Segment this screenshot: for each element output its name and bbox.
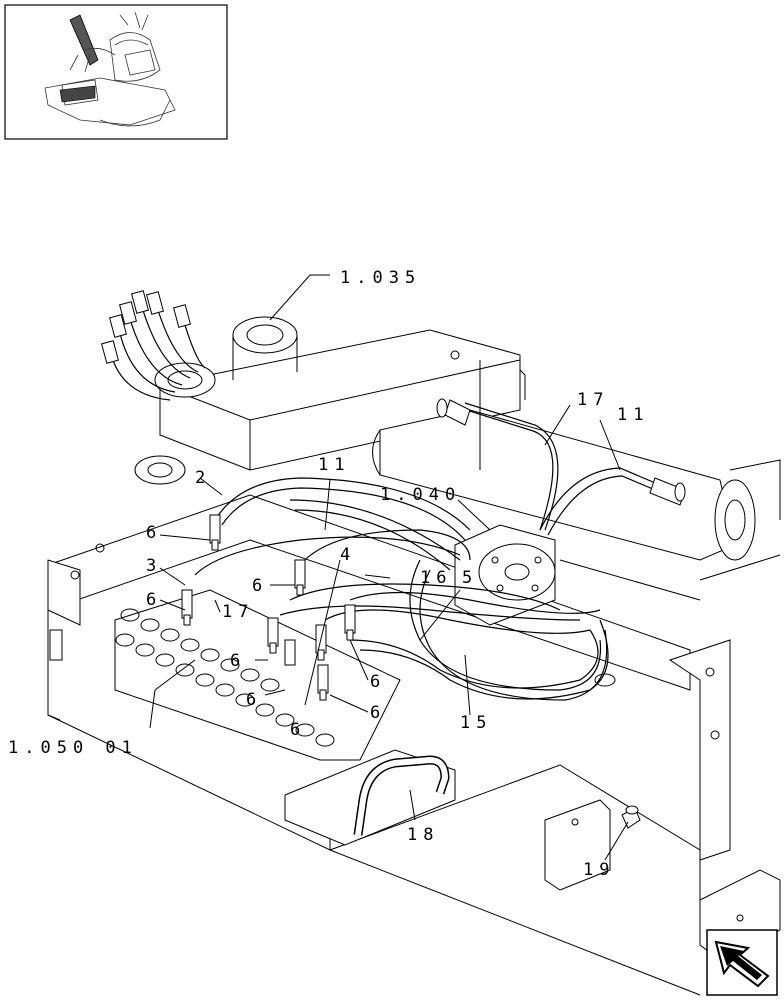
hose-guard-part-18 [353,755,450,836]
thumbnail-frame[interactable] [4,4,228,140]
leader-lines [149,274,629,861]
callout-6-e: 6 [370,672,386,692]
fittings [181,398,686,701]
callout-1040: 1.040 [380,485,461,505]
callout-5: 5 [462,568,478,588]
callout-6-h: 6 [290,720,306,740]
callout-6-f: 6 [246,690,262,710]
callout-15: 15 [460,713,492,733]
callout-1050-01: 1.050 01 [8,738,138,758]
callout-1035: 1.035 [340,268,421,288]
arrow-navigation-icon [714,940,770,988]
hose-bundle-top [101,290,206,401]
callout-4: 4 [340,545,356,565]
chassis-frame [47,316,781,996]
callout-16: 16 [420,568,452,588]
navigation-arrow-button[interactable] [706,929,778,996]
callout-19: 19 [583,860,615,880]
callout-6-d: 6 [230,651,246,671]
callout-17-mid: 17 [222,602,254,622]
callout-labels: 1.035 17 11 11 1.040 2 6 3 6 6 17 4 16 5… [8,268,649,880]
hose-runs [194,402,661,701]
callout-18: 18 [407,825,439,845]
callout-2: 2 [195,468,211,488]
callout-17-top: 17 [577,390,609,410]
control-valve-block [114,589,401,761]
plug-part-19 [621,805,641,829]
callout-11-right: 11 [617,405,649,425]
swivel-joint [454,524,556,626]
callout-6-c: 6 [146,590,162,610]
machine-overview-thumbnail-icon [44,11,176,127]
callout-6-b: 6 [252,576,268,596]
callout-6-g: 6 [370,703,386,723]
callout-6-a: 6 [146,523,162,543]
callout-3: 3 [146,556,162,576]
callout-11-mid: 11 [318,455,350,475]
